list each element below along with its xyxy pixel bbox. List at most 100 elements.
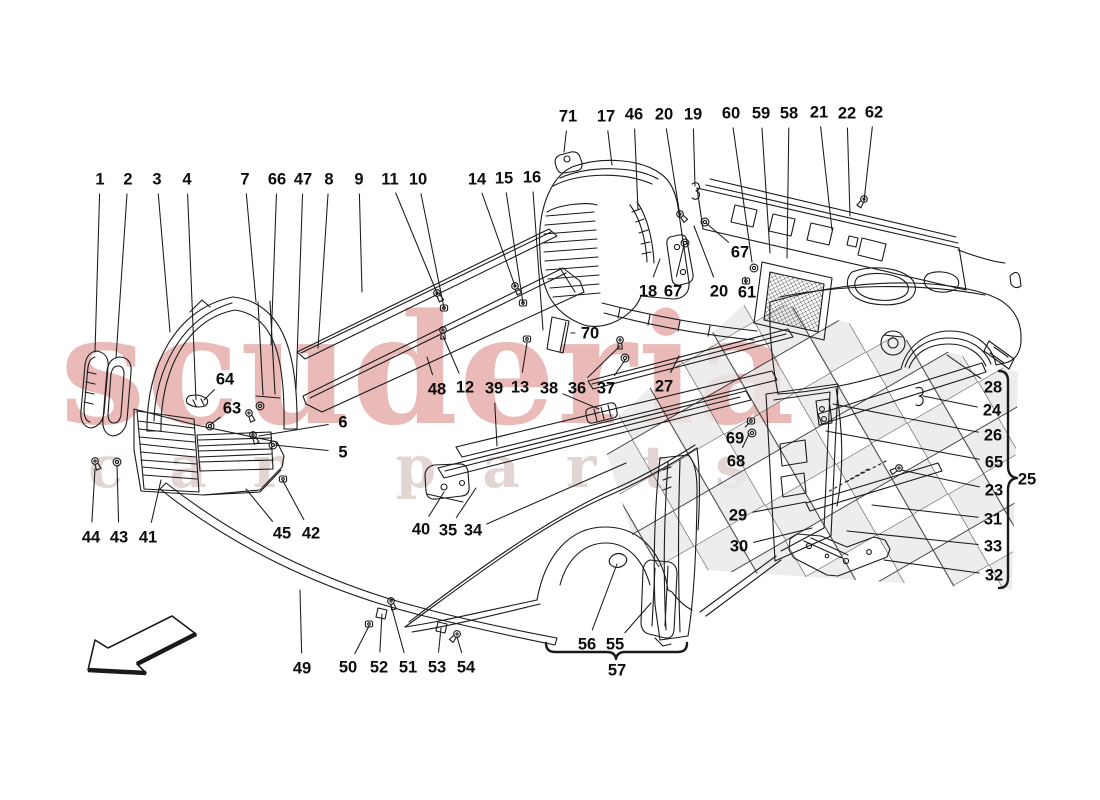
leader-line-28 [946,354,982,379]
leader-line-33 [846,530,979,545]
leader-line-44 [91,468,96,523]
callout-label-42: 42 [302,525,320,543]
rear-wheelhouse [539,151,690,354]
lower-strip [159,482,558,646]
callout-label-45: 45 [273,525,291,543]
leader-line-19 [692,128,696,187]
callout-label-36: 36 [568,380,586,398]
quarter-panel [769,271,1022,507]
callout-label-70: 70 [581,325,599,343]
leader-line-35 [455,487,477,519]
callout-label-31: 31 [984,511,1002,529]
callout-label-16: 16 [523,169,541,187]
callout-label-57: 57 [608,662,626,680]
leader-line-5 [273,444,329,452]
bottom-bracket [788,533,891,577]
callout-label-8: 8 [324,171,333,189]
callout-label-27: 27 [655,378,673,396]
callout-label-68: 68 [727,453,745,471]
leader-line-10 [420,193,445,309]
callout-label-13: 13 [511,379,529,397]
callout-label-67: 67 [664,283,682,301]
callout-label-39: 39 [485,380,503,398]
leader-line-63 [209,416,221,426]
callout-label-26: 26 [984,427,1002,445]
leader-line-67 [705,222,730,243]
callout-label-29: 29 [729,507,747,525]
leader-line-60 [732,127,753,263]
leader-line-71 [563,130,567,153]
leader-line-20 [693,225,715,278]
callout-label-61: 61 [738,284,756,302]
leader-line-68 [741,433,750,449]
callout-label-41: 41 [139,529,157,547]
leader-line-38 [562,393,600,410]
leader-line-36 [587,345,621,379]
leader-line-16 [532,191,544,331]
callout-label-62: 62 [865,104,883,122]
callout-label-54: 54 [457,659,476,677]
leader-line-46 [634,128,639,211]
leader-line-29 [752,501,807,513]
checker-watermark [600,296,1018,590]
leader-line-66 [270,193,277,346]
callout-label-66: 66 [268,171,286,189]
callout-label-58: 58 [780,105,798,123]
leader-line-62 [863,126,873,202]
callout-label-9: 9 [354,171,363,189]
callout-label-21: 21 [810,104,828,122]
callout-label-59: 59 [752,105,770,123]
leader-line-56 [591,563,618,631]
callout-label-71: 71 [559,108,577,126]
callout-label-56: 56 [578,636,596,654]
leader-line-69 [744,422,750,428]
callout-label-25: 25 [1018,471,1036,489]
direction-arrow [87,615,198,676]
leader-line-48 [426,356,434,376]
leader-line-37 [613,359,626,377]
leader-line-52 [379,613,383,653]
leader-line-21 [820,126,833,231]
callout-label-55: 55 [606,636,624,654]
callout-label-6: 6 [338,414,347,432]
leader-line-4 [187,193,197,401]
leader-line-65 [825,430,980,460]
leader-line-32 [883,559,980,574]
callout-label-20: 20 [655,106,673,124]
leader-line-49 [299,589,303,654]
callout-label-19: 19 [684,106,702,124]
callout-label-7: 7 [240,171,249,189]
callout-label-50: 50 [339,659,357,677]
callout-label-46: 46 [625,106,643,124]
callout-label-64: 64 [216,371,235,389]
brace-25 [997,369,1019,590]
inner-quarter-panel [696,178,1006,341]
callout-label-23: 23 [985,482,1003,500]
leader-line-23 [900,469,980,488]
leader-line-55 [624,602,652,634]
leader-line-12 [442,335,460,374]
callout-label-63: 63 [223,400,241,418]
floor-rails [424,302,987,512]
callout-label-49: 49 [293,660,311,678]
leader-line-67 [675,244,685,277]
callout-label-24: 24 [983,402,1002,420]
leader-line-2 [115,193,128,359]
leader-line-54 [456,636,463,654]
callout-label-14: 14 [468,171,487,189]
leader-line-11 [395,192,438,294]
arch-clips [185,394,215,431]
callout-label-5: 5 [338,444,347,462]
callout-label-22: 22 [838,105,856,123]
leader-line-47 [295,193,304,391]
callout-label-20: 20 [710,283,728,301]
leader-line-18 [652,258,661,278]
leader-line-20 [665,128,681,217]
door-pillar-structure [699,383,839,617]
leader-line-30 [753,527,813,543]
callout-label-38: 38 [540,380,558,398]
callout-label-43: 43 [110,529,128,547]
